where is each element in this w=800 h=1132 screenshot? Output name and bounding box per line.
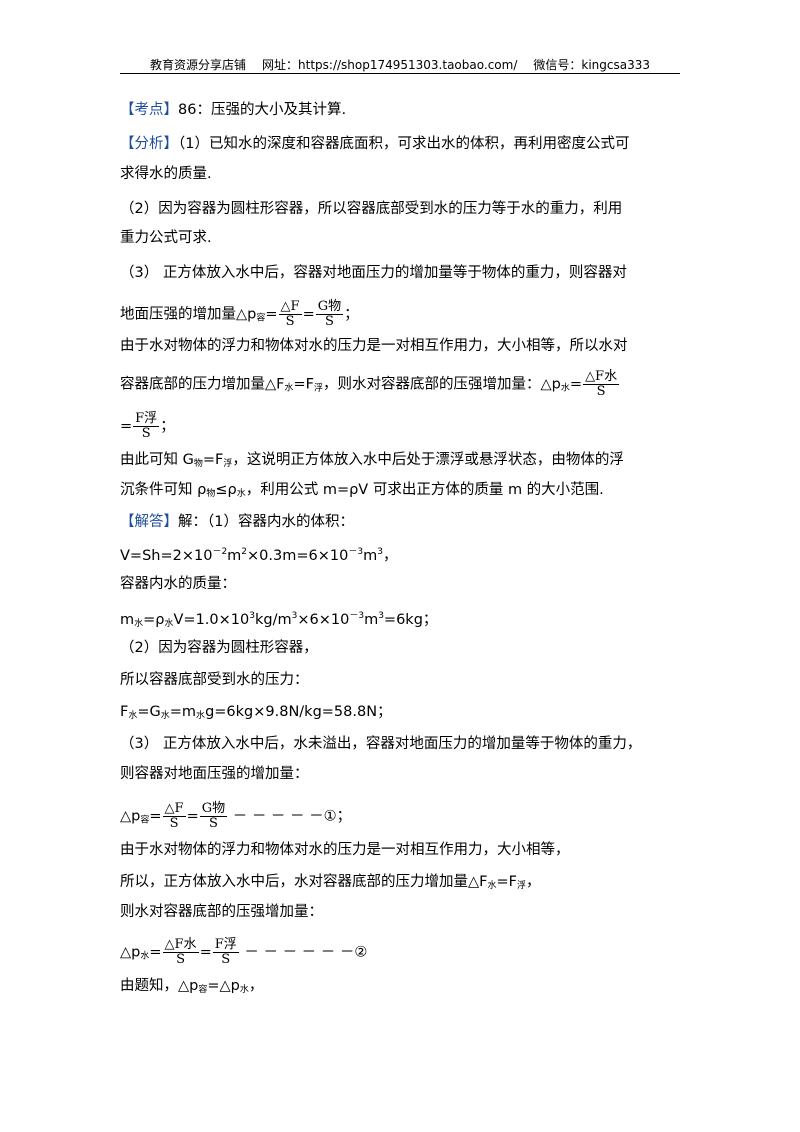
text-line: 由此可知 G物=F浮，这说明正方体放入水中后处于漂浮或悬浮状态，由物体的浮 — [120, 452, 624, 469]
text-line: 则水对容器底部的压强增加量： — [120, 904, 323, 920]
formula-line: F水=G水=m水g=6kg×9.8N/kg=58.8N； — [120, 704, 392, 721]
line-kaodian: 【考点】86：压强的大小及其计算. — [120, 102, 347, 118]
text-line: 由于水对物体的浮力和物体对水的压力是一对相互作用力，大小相等， — [120, 842, 570, 858]
line-jieda: 【解答】解：（1）容器内水的体积： — [120, 514, 354, 530]
text-line: 则容器对地面压强的增加量： — [120, 766, 309, 782]
formula-line: V=Sh=2×10－2m2×0.3m=6×10－3m3， — [120, 547, 398, 564]
header-wechat: 微信号：kingcsa333 — [533, 58, 650, 72]
line-fenxi: 【分析】（1）已知水的深度和容器底面积，可求出水的体积，再利用密度公式可 — [120, 136, 630, 152]
header-shop: 教育资源分享店铺 — [150, 58, 247, 72]
text-line: 重力公式可求. — [120, 230, 212, 246]
text-line: 求得水的质量. — [120, 166, 212, 182]
header-site: 网址：https://shop174951303.taobao.com/ — [262, 58, 518, 72]
text-line: （3） 正方体放入水中后，容器对地面压力的增加量等于物体的重力，则容器对 — [120, 265, 627, 281]
tag-fenxi: 【分析】 — [120, 136, 178, 152]
formula-line: 所以，正方体放入水中后，水对容器底部的压力增加量△F水=F浮， — [120, 874, 541, 891]
header-rule — [120, 73, 680, 74]
text-line: （2）因为容器为圆柱形容器， — [120, 640, 318, 656]
text-line: （2）因为容器为圆柱形容器，所以容器底部受到水的压力等于水的重力，利用 — [120, 201, 623, 217]
formula-line: 由题知，△p容=△p水， — [120, 978, 264, 995]
text-line: 所以容器底部受到水的压力： — [120, 672, 309, 688]
tag-jieda: 【解答】 — [120, 514, 178, 530]
page-header: 教育资源分享店铺 网址：https://shop174951303.taobao.… — [120, 56, 680, 73]
text-line: （3） 正方体放入水中后，水未溢出，容器对地面压力的增加量等于物体的重力， — [120, 736, 642, 752]
text-line: 容器内水的质量： — [120, 576, 236, 592]
text-line: 沉条件可知 ρ物≤ρ水，利用公式 m=ρV 可求出正方体的质量 m 的大小范围. — [120, 482, 604, 499]
formula-line: m水=ρ水V=1.0×103kg/m3×6×10－3m3=6kg； — [120, 611, 438, 629]
tag-kaodian: 【考点】 — [120, 102, 178, 118]
text-line: 由于水对物体的浮力和物体对水的压力是一对相互作用力，大小相等，所以水对 — [120, 338, 628, 354]
